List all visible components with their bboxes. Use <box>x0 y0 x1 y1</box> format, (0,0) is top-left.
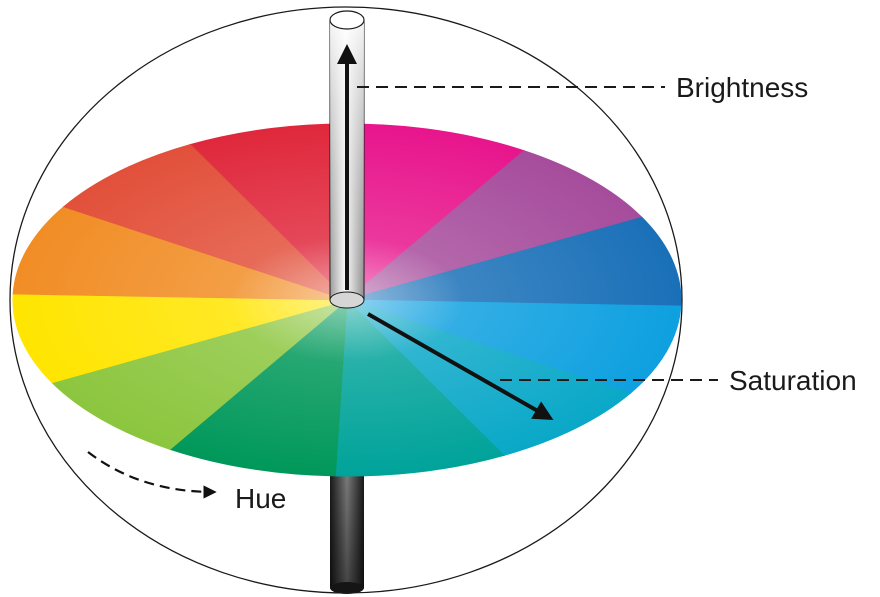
hue-arrow <box>88 452 214 492</box>
brightness-label: Brightness <box>676 72 808 103</box>
brightness-axis <box>330 11 364 308</box>
saturation-label: Saturation <box>729 365 857 396</box>
axis-bottom-cap <box>330 292 364 308</box>
hue-label: Hue <box>235 483 286 514</box>
axis-top-cap <box>330 11 364 29</box>
